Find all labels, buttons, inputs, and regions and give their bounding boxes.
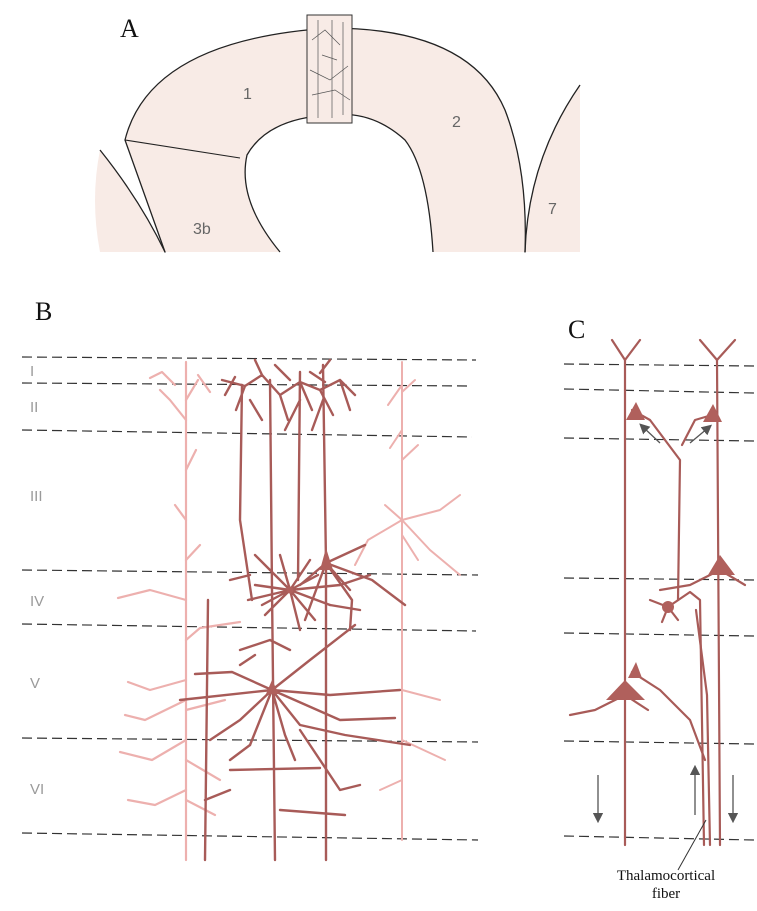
fiber-label-leader-line (678, 820, 706, 870)
layer-label-iv: IV (30, 593, 44, 610)
cortex-right-gyrus (525, 85, 580, 252)
layer-label-v: V (30, 675, 40, 692)
pale-neuron-right (355, 362, 460, 840)
area-label-3b: 3b (193, 221, 211, 238)
layer-v-small-pyramid-soma (628, 662, 642, 678)
area-label-1: 1 (243, 86, 252, 103)
layer-ii-pyramid-soma-right (703, 404, 722, 422)
panel-c-letter: C (568, 315, 585, 344)
panel-a: A 1 2 3b 7 (95, 14, 580, 252)
pale-neuron-left (118, 362, 240, 860)
layer-label-i: I (30, 363, 34, 380)
layer-label-iii: III (30, 488, 43, 505)
layer-label-ii: II (30, 399, 38, 416)
panel-c-arrows (598, 427, 733, 870)
panel-c-layer-boundaries (564, 364, 754, 840)
panel-b-somata (266, 548, 333, 694)
panel-a-letter: A (120, 14, 139, 43)
fiber-label-line-2: fiber (652, 886, 680, 902)
area-label-7: 7 (548, 201, 557, 218)
layer-iii-pyramid-soma (708, 555, 735, 575)
layer-v-large-pyramid-soma (606, 680, 645, 700)
layer-label-vi: VI (30, 781, 44, 798)
panel-b-letter: B (35, 297, 52, 326)
column-inset-box (307, 15, 352, 123)
stellate-soma (287, 587, 294, 594)
stellate-soma-c (662, 601, 674, 613)
area-label-2: 2 (452, 114, 461, 131)
fiber-label-line-1: Thalamocortical (617, 868, 715, 884)
layer-ii-pyramid-soma-left (626, 402, 645, 420)
layer-iii-pyramidal-soma (320, 548, 333, 570)
panel-b: B I II III IV V VI (22, 297, 478, 860)
panel-c: C (564, 315, 754, 902)
